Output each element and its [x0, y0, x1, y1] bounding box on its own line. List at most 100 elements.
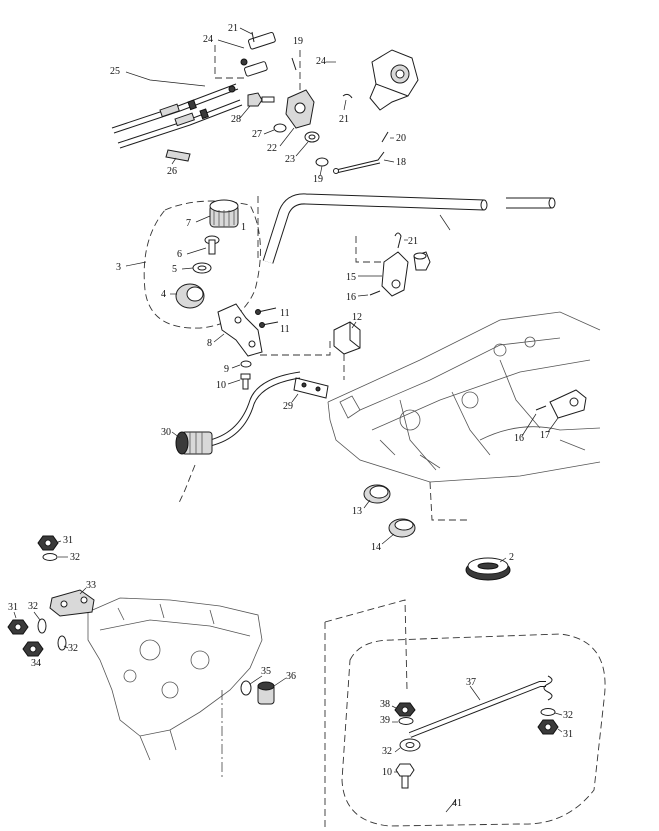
callout-27: 27 [252, 129, 262, 140]
group-41-shift-rod-assembly [324, 599, 606, 828]
callout-19: 19 [293, 36, 303, 47]
engine-block-lower-left [87, 597, 263, 780]
callout-17: 17 [540, 430, 550, 441]
callout-31: 31 [8, 602, 18, 613]
callout-39: 39 [380, 715, 390, 726]
callout-2: 2 [509, 552, 514, 563]
callout-30: 30 [161, 427, 171, 438]
callout-10: 10 [216, 380, 226, 391]
part-28-bolt [239, 92, 275, 119]
part-31-nut-right [537, 719, 563, 735]
callout-13: 13 [352, 506, 362, 517]
part-37-shift-rod [408, 675, 553, 738]
part-2-grommet [465, 557, 511, 581]
callout-32: 32 [28, 601, 38, 612]
part-12-clip [333, 321, 361, 380]
callout-16: 16 [514, 433, 524, 444]
callout-21: 21 [408, 236, 418, 247]
callout-26: 26 [167, 166, 177, 177]
callout-21: 21 [339, 114, 349, 125]
callout-32: 32 [563, 710, 573, 721]
mount-bracket-top-right [369, 49, 419, 111]
callout-33: 33 [86, 580, 96, 591]
part-19-pin [291, 50, 301, 92]
part-32-washer-left [33, 611, 47, 634]
callout-12: 12 [352, 312, 362, 323]
callout-11: 11 [280, 308, 290, 319]
callout-6: 6 [177, 249, 182, 260]
part-16-pin [357, 290, 381, 297]
callout-16: 16 [346, 292, 356, 303]
callout-41: 41 [452, 798, 462, 809]
part-21-clip [342, 93, 353, 111]
callout-24: 24 [316, 56, 326, 67]
callout-23: 23 [285, 154, 295, 165]
part-23-washer [295, 131, 320, 157]
callout-20: 20 [396, 133, 406, 144]
part-26-plate [165, 149, 191, 165]
callout-29: 29 [283, 401, 293, 412]
part-31-nut-upper [37, 535, 62, 551]
part-35-o-ring [240, 675, 263, 696]
callout-38: 38 [380, 699, 390, 710]
callout-14: 14 [371, 542, 381, 553]
callout-labels: 21 24 19 24 25 28 27 22 21 23 20 18 19 2… [8, 23, 573, 809]
part-1-tiller-shaft [257, 193, 556, 264]
callout-31: 31 [63, 535, 73, 546]
callout-34: 34 [31, 658, 41, 669]
part-15-lever [355, 236, 409, 297]
callout-28: 28 [231, 114, 241, 125]
part-17-lever [547, 389, 587, 433]
callout-19: 19 [313, 174, 323, 185]
part-21-pin-top [239, 27, 255, 43]
part-27-washer [263, 123, 287, 135]
part-16-pin-right [521, 405, 547, 437]
part-4-throttle-body [170, 283, 205, 309]
part-32-washer-right [540, 708, 563, 716]
callout-8: 8 [207, 338, 212, 349]
group-3-throttle-grip-assembly [125, 200, 261, 329]
part-5-washer [181, 262, 212, 274]
callout-36: 36 [286, 671, 296, 682]
callout-22: 22 [267, 143, 277, 154]
callout-25: 25 [110, 66, 120, 77]
part-9-washer [231, 360, 252, 369]
callout-10: 10 [382, 767, 392, 778]
part-19-washer [315, 157, 329, 177]
part-6-screw [186, 235, 220, 255]
part-25-throttle-cable [111, 71, 243, 149]
part-11-bolts [255, 307, 279, 328]
part-34-nut [22, 641, 44, 657]
callout-32: 32 [68, 643, 78, 654]
part-36-bushing [257, 677, 287, 705]
callout-15: 15 [346, 272, 356, 283]
part-21-clip-middle [394, 232, 408, 249]
part-38-nut [391, 702, 416, 717]
part-30-connector [171, 371, 301, 506]
linkage-block [413, 251, 431, 271]
part-33-bracket [49, 587, 95, 617]
callout-5: 5 [172, 264, 177, 275]
callout-4: 4 [161, 289, 166, 300]
callout-21: 21 [228, 23, 238, 34]
callout-24: 24 [203, 34, 213, 45]
part-32-washer-rod [394, 738, 421, 753]
part-20-pin [381, 131, 394, 143]
callout-35: 35 [261, 666, 271, 677]
callout-32: 32 [382, 746, 392, 757]
callout-3: 3 [116, 262, 121, 273]
part-14-plug [381, 518, 416, 545]
callout-37: 37 [466, 677, 476, 688]
callout-9: 9 [224, 364, 229, 375]
part-10-bolt-lower [394, 763, 415, 789]
part-18-link-rod [333, 151, 395, 174]
part-8-bracket [213, 303, 331, 357]
part-29-plate [291, 377, 329, 403]
part-32-washer-upper [42, 553, 68, 561]
callout-1: 1 [241, 222, 246, 233]
part-13-plug [363, 484, 391, 509]
part-39-washer [392, 717, 414, 725]
callout-18: 18 [396, 157, 406, 168]
part-31-nut-left [7, 611, 29, 635]
